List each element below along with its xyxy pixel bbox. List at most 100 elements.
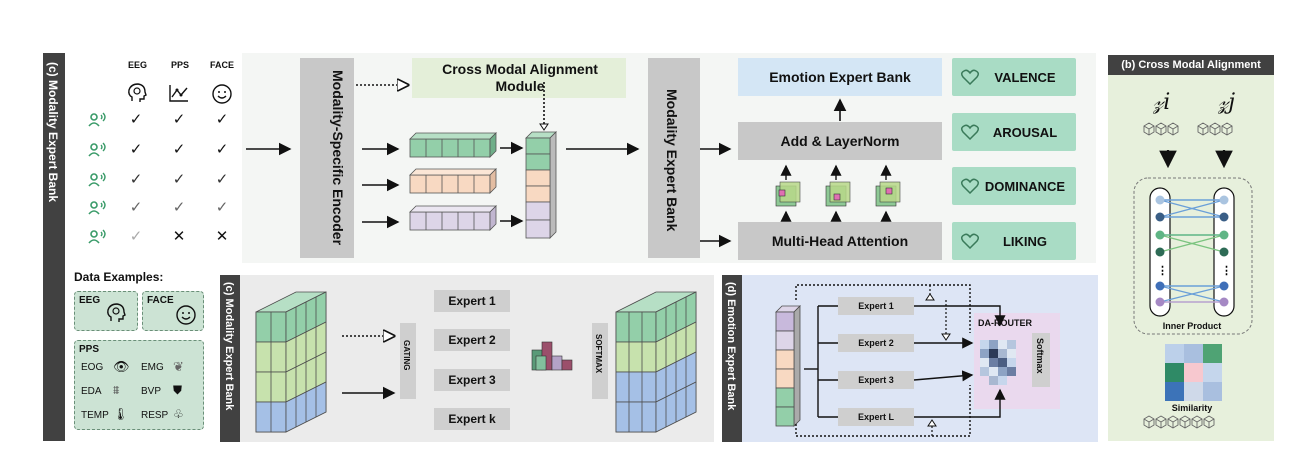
heart-icon [960,69,980,85]
bottom-d-expert-2: Expert 2 [838,334,914,352]
mark-r2-face: ✓ [215,141,229,158]
person-speaking-icon [88,142,106,157]
cross-modal-alignment-box [412,58,626,98]
mark-r2-eeg: ✓ [129,141,143,158]
lungs-icon: ♧ [173,407,184,421]
bottom-c-sidebar [220,275,240,442]
multi-head-attention-box: Multi-Head Attention [738,222,942,260]
eeg-example-label: EEG [79,295,101,306]
bottom-c-expert-2: Expert 2 [434,329,510,351]
bottom-c-expert-1: Expert 1 [434,290,510,312]
cross-modal-alignment-label: Cross Modal Alignment Module [442,61,598,94]
smiley-face-icon [212,84,232,104]
modality-header-eeg: EEG [128,60,148,70]
multi-head-attention-label: Multi-Head Attention [771,233,909,249]
thermometer-icon: 🌡 [113,407,129,421]
right-panel-header: (b) Cross Modal Alignment [1108,55,1274,75]
bottom-d-expert-1: Expert 1 [838,297,914,315]
emotion-expert-bank-label: Emotion Expert Bank [769,69,911,85]
bottom-d-expert-l: Expert L [838,408,914,426]
mark-r3-face: ✓ [215,171,229,188]
heart-icon [960,178,980,194]
pps-signal-eog: EOG [81,362,104,373]
mark-r2-pps: ✓ [172,141,186,158]
zj-label: 𝓏j [1218,90,1236,115]
mark-r1-eeg: ✓ [129,111,143,128]
blood-pressure-icon: ⛊ [173,383,183,397]
bottom-d-title: (d) Emotion Expert Bank [725,282,737,411]
bottom-d-sidebar [722,275,742,442]
add-norm-box: Add & LayerNorm [738,122,942,160]
line-chart-icon [169,85,188,102]
person-speaking-icon [88,172,106,187]
mark-r5-pps: ✕ [172,228,186,245]
heart-icon [960,233,980,249]
mark-r3-eeg: ✓ [129,171,143,188]
svg-text:⋮: ⋮ [1157,265,1168,277]
modality-specific-encoder-box [300,58,354,258]
router-softmax-box [1032,333,1050,387]
smiley-face-icon [176,305,196,325]
encoder-label: Modality-Specific Encoder [330,70,346,246]
router-softmax-label: Softmax [1035,338,1045,374]
add-norm-label: Add & LayerNorm [780,133,900,149]
liking-label: LIKING [1002,233,1048,249]
svg-text:⋮: ⋮ [1221,265,1232,277]
mark-r1-pps: ✓ [172,111,186,128]
bottom-d-expert-3: Expert 3 [838,371,914,389]
pps-example-box: PPS EOG 👁 EMG ❦ EDA ⩩ BVP ⛊ TEMP 🌡 RESP … [74,340,204,430]
pps-signal-eda: EDA [81,386,102,397]
mark-r4-pps: ✓ [172,199,186,216]
valence-label: VALENCE [994,69,1056,85]
muscle-icon: ❦ [173,359,184,374]
zi-label: 𝓏i [1153,90,1171,115]
gating-label: GATING [402,340,411,371]
brain-head-icon [107,303,126,322]
pps-signal-emg: EMG [141,362,164,373]
bottom-c-expert-3: Expert 3 [434,369,510,391]
inner-product-label: Inner Product [1162,321,1222,331]
heart-icon [960,124,980,140]
mark-r1-face: ✓ [215,111,229,128]
modality-header-face: FACE [210,60,235,70]
softmax-label: SOFTMAX [594,334,603,374]
liking-output: LIKING [952,222,1076,260]
dominance-output: DOMINANCE [952,167,1076,205]
modality-header-pps: PPS [171,60,190,70]
right-panel-title: (b) Cross Modal Alignment [1121,59,1261,71]
gating-box [400,323,416,399]
bottom-c-title: (c) Modality Expert Bank [223,282,235,411]
eeg-example-box: EEG [74,291,138,331]
modality-expert-bank-box [648,58,700,258]
pps-signal-resp: RESP [141,410,169,421]
left-panel-title: (c) Modality Expert Bank [46,62,60,203]
person-speaking-icon [88,112,106,127]
pps-signal-temp: TEMP [81,410,109,421]
person-speaking-icon [88,200,106,215]
valence-output: VALENCE [952,58,1076,96]
mark-r5-face: ✕ [215,228,229,245]
arousal-label: AROUSAL [992,124,1058,140]
face-example-box: FACE [142,291,204,331]
arousal-output: AROUSAL [952,113,1076,151]
mark-r4-eeg: ✓ [129,199,143,216]
person-speaking-icon [88,229,106,244]
mark-r4-face: ✓ [215,199,229,216]
modality-expert-bank-label: Modality Expert Bank [664,88,680,232]
pps-signal-bvp: BVP [141,386,162,397]
mark-r5-eeg: ✓ [129,228,143,245]
softmax-box [592,323,608,399]
modality-table-area [66,53,242,263]
mark-r3-pps: ✓ [172,171,186,188]
left-panel-sidebar [43,53,65,441]
pps-example-label: PPS [79,344,100,355]
brain-head-icon [128,83,147,102]
similarity-label: Similarity [1171,403,1213,413]
skin-icon: ⩩ [113,383,120,397]
dominance-label: DOMINANCE [984,178,1066,194]
face-example-label: FACE [147,295,174,306]
